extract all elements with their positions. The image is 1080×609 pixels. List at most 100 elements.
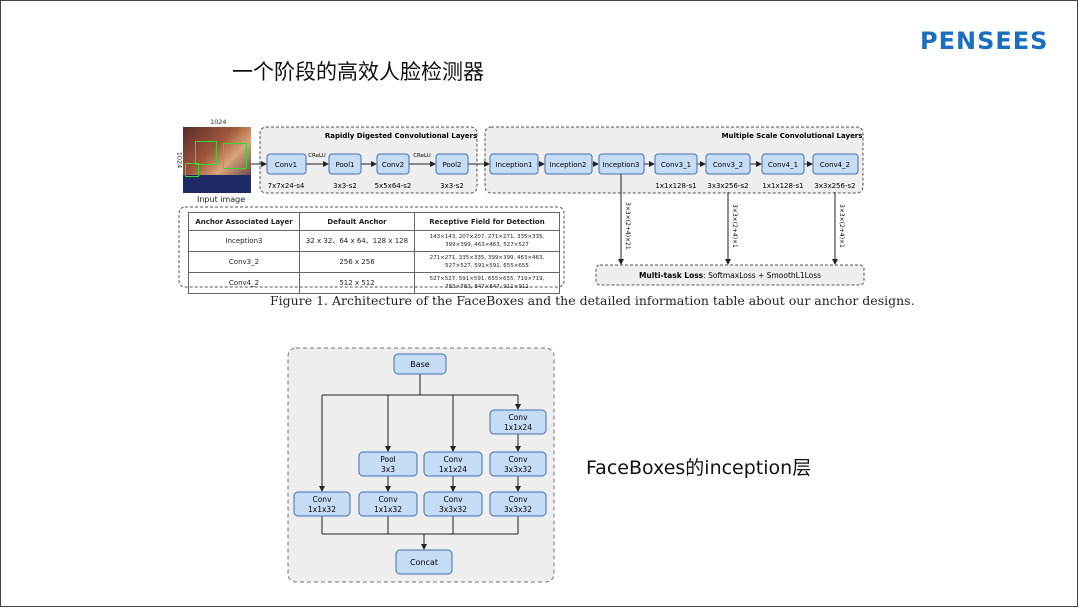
face-detection-box xyxy=(185,163,199,177)
loss-bold: Multi-task Loss xyxy=(639,271,704,280)
table-row: Inception3 32 x 32、64 x 64、128 x 128 143… xyxy=(188,230,560,252)
inception-node: Conv 3x3x32 xyxy=(489,451,547,477)
loss-rest: : SoftmaxLoss + SmoothL1Loss xyxy=(703,271,821,280)
rapid-layers-group xyxy=(259,126,478,194)
table-cell: 256 x 256 xyxy=(299,251,415,273)
rf-line: 399×399, 463×463, 527×527 xyxy=(445,242,529,248)
rf-line: 527×527, 591×591, 655×655, 719×719, xyxy=(429,276,545,282)
node-spec: 3x3x32 xyxy=(439,505,467,514)
node-spec: 1x1x24 xyxy=(504,423,532,432)
layer-name: Conv3_2 xyxy=(713,161,743,169)
table-row: Conv4_2 512 x 512 527×527, 591×591, 655×… xyxy=(188,272,560,294)
input-width-label: 1024 xyxy=(210,118,227,126)
layer-pool1: Pool1 3x3-s2 xyxy=(328,153,362,190)
inception-node: Conv 1x1x24 xyxy=(423,451,483,477)
inception-concat-node: Concat xyxy=(395,549,453,575)
inception-base-node: Base xyxy=(393,353,447,375)
layer-name: Inception1 xyxy=(496,161,533,169)
layer-spec: 3x3x256-s2 xyxy=(707,182,748,190)
node-spec: 3x3x32 xyxy=(504,465,532,474)
table-header-row: Anchor Associated Layer Default Anchor R… xyxy=(188,212,560,231)
layer-spec: 5x5x64-s2 xyxy=(375,182,412,190)
layer-conv4-2: Conv4_2 3x3x256-s2 xyxy=(812,153,859,190)
concat-label: Concat xyxy=(410,558,438,567)
node-spec: 3x3x32 xyxy=(504,505,532,514)
layer-conv2: Conv2 5x5x64-s2 xyxy=(375,153,412,190)
layer-name: Conv3_1 xyxy=(661,161,691,169)
input-image-label: Input image xyxy=(197,195,246,204)
photo-shirt xyxy=(183,175,251,193)
rapid-layers-title: Rapidly Digested Convolutional Layers xyxy=(325,132,477,140)
layer-inception1: Inception1 xyxy=(489,153,539,175)
branch-label: 3×3×(2+4)×1 xyxy=(838,204,845,248)
inception-side-label: FaceBoxes的inception层 xyxy=(586,457,812,479)
layer-name: Inception2 xyxy=(550,161,587,169)
multitask-loss-label: Multi-task Loss: SoftmaxLoss + SmoothL1L… xyxy=(639,271,821,280)
layer-name: Pool1 xyxy=(336,161,355,169)
table-row: Conv3_2 256 x 256 271×271, 335×335, 399×… xyxy=(188,251,560,273)
layer-conv4-1: Conv4_1 1x1x128-s1 xyxy=(761,153,805,190)
slide-title: 一个阶段的高效人脸检测器 xyxy=(232,60,484,84)
layer-name: Conv4_2 xyxy=(820,161,850,169)
table-cell: 32 x 32、64 x 64、128 x 128 xyxy=(299,230,415,252)
table-header: Default Anchor xyxy=(299,212,415,231)
branch-label: 3×3×(2+4)×1 xyxy=(731,204,738,248)
layer-conv3-1: Conv3_1 1x1x128-s1 xyxy=(654,153,698,190)
layer-conv1: Conv1 7x7x24-s4 xyxy=(266,153,307,190)
face-detection-box xyxy=(195,141,217,165)
inception-node: Conv 3x3x32 xyxy=(489,491,547,517)
layer-name: Inception3 xyxy=(603,161,640,169)
branch-label: 3×3×(2+4)×21 xyxy=(624,202,631,250)
layer-spec: 3x3-s2 xyxy=(333,182,357,190)
layer-spec: 1x1x128-s1 xyxy=(655,182,696,190)
base-label: Base xyxy=(410,360,430,369)
table-cell: Conv3_2 xyxy=(188,251,300,273)
layer-conv3-2: Conv3_2 3x3x256-s2 xyxy=(705,153,751,190)
layer-inception2: Inception2 xyxy=(544,153,593,175)
rf-line: 143×143, 207×207, 271×271, 335×335, xyxy=(429,234,545,240)
layer-inception3: Inception3 xyxy=(598,153,645,175)
face-detection-box xyxy=(223,143,247,169)
layer-spec: 1x1x128-s1 xyxy=(762,182,803,190)
table-cell-rf: 143×143, 207×207, 271×271, 335×335, 399×3… xyxy=(414,230,560,252)
layer-spec: 3x3-s2 xyxy=(440,182,464,190)
pensees-logo: PENSEES xyxy=(920,27,1049,55)
node-spec: 3x3 xyxy=(381,465,395,474)
rf-line: 783×783, 847×847, 911×911 xyxy=(445,284,529,290)
node-type: Conv xyxy=(443,455,463,464)
node-type: Conv xyxy=(312,495,332,504)
figure-caption: Figure 1. Architecture of the FaceBoxes … xyxy=(270,293,915,308)
multiscale-layers-title: Multiple Scale Convolutional Layers xyxy=(722,132,863,140)
node-type: Conv xyxy=(378,495,398,504)
layer-name: Conv4_1 xyxy=(768,161,798,169)
node-type: Conv xyxy=(508,413,528,422)
rf-line: 271×271, 335×335, 399×399, 463×463, xyxy=(429,255,545,261)
input-face-image xyxy=(183,127,251,193)
multitask-loss-box xyxy=(595,264,865,286)
layer-spec: 7x7x24-s4 xyxy=(268,182,305,190)
inception-module-frame xyxy=(287,347,555,583)
inception-node: Conv 1x1x24 xyxy=(489,409,547,435)
table-header: Anchor Associated Layer xyxy=(188,212,300,231)
inception-node: Conv 3x3x32 xyxy=(423,491,483,517)
node-spec: 1x1x32 xyxy=(374,505,402,514)
node-type: Conv xyxy=(508,455,528,464)
layer-name: Conv2 xyxy=(382,161,404,169)
table-header: Receptive Field for Detection xyxy=(414,212,560,231)
node-spec: 1x1x32 xyxy=(308,505,336,514)
node-spec: 1x1x24 xyxy=(439,465,467,474)
layer-name: Conv1 xyxy=(275,161,297,169)
anchor-table: Anchor Associated Layer Default Anchor R… xyxy=(188,212,560,294)
node-type: Pool xyxy=(380,455,396,464)
node-type: Conv xyxy=(508,495,528,504)
table-cell: Conv4_2 xyxy=(188,272,300,294)
crelu-label: CReLU xyxy=(308,153,326,159)
rf-line: 527×527, 591×591, 655×655 xyxy=(445,263,529,269)
table-cell: Inception3 xyxy=(188,230,300,252)
layer-pool2: Pool2 3x3-s2 xyxy=(435,153,469,190)
inception-node: Pool 3x3 xyxy=(358,451,418,477)
layer-spec: 3x3x256-s2 xyxy=(814,182,855,190)
inception-node: Conv 1x1x32 xyxy=(293,491,351,517)
